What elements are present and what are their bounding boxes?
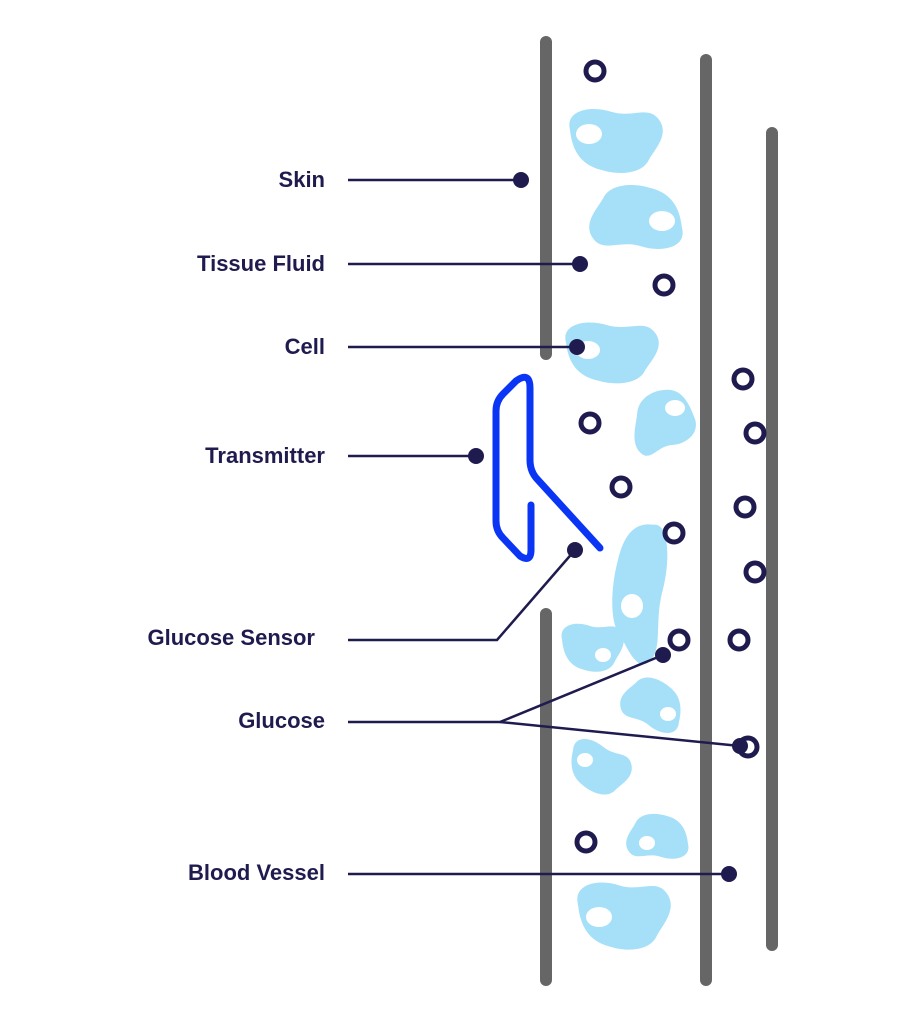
cell-shape (625, 377, 700, 464)
label-skin: Skin (279, 167, 325, 192)
cell-nuclei (576, 124, 685, 927)
label-glucose: Glucose (238, 708, 325, 733)
label-tissue-fluid: Tissue Fluid (197, 251, 325, 276)
transmitter-shape (492, 373, 604, 562)
label-transmitter: Transmitter (205, 443, 325, 468)
label-blood-vessel: Blood Vessel (188, 860, 325, 885)
leader-lines (348, 178, 741, 876)
cell-shape (561, 623, 624, 672)
label-glucose-sensor: Glucose Sensor (147, 625, 315, 650)
leader-dots (468, 172, 748, 882)
cell-shape (615, 669, 690, 738)
cell-shape (626, 813, 689, 859)
glucose-molecules (574, 59, 767, 854)
walls (540, 36, 778, 986)
label-cell: Cell (285, 334, 325, 359)
cell-shape (562, 734, 637, 803)
